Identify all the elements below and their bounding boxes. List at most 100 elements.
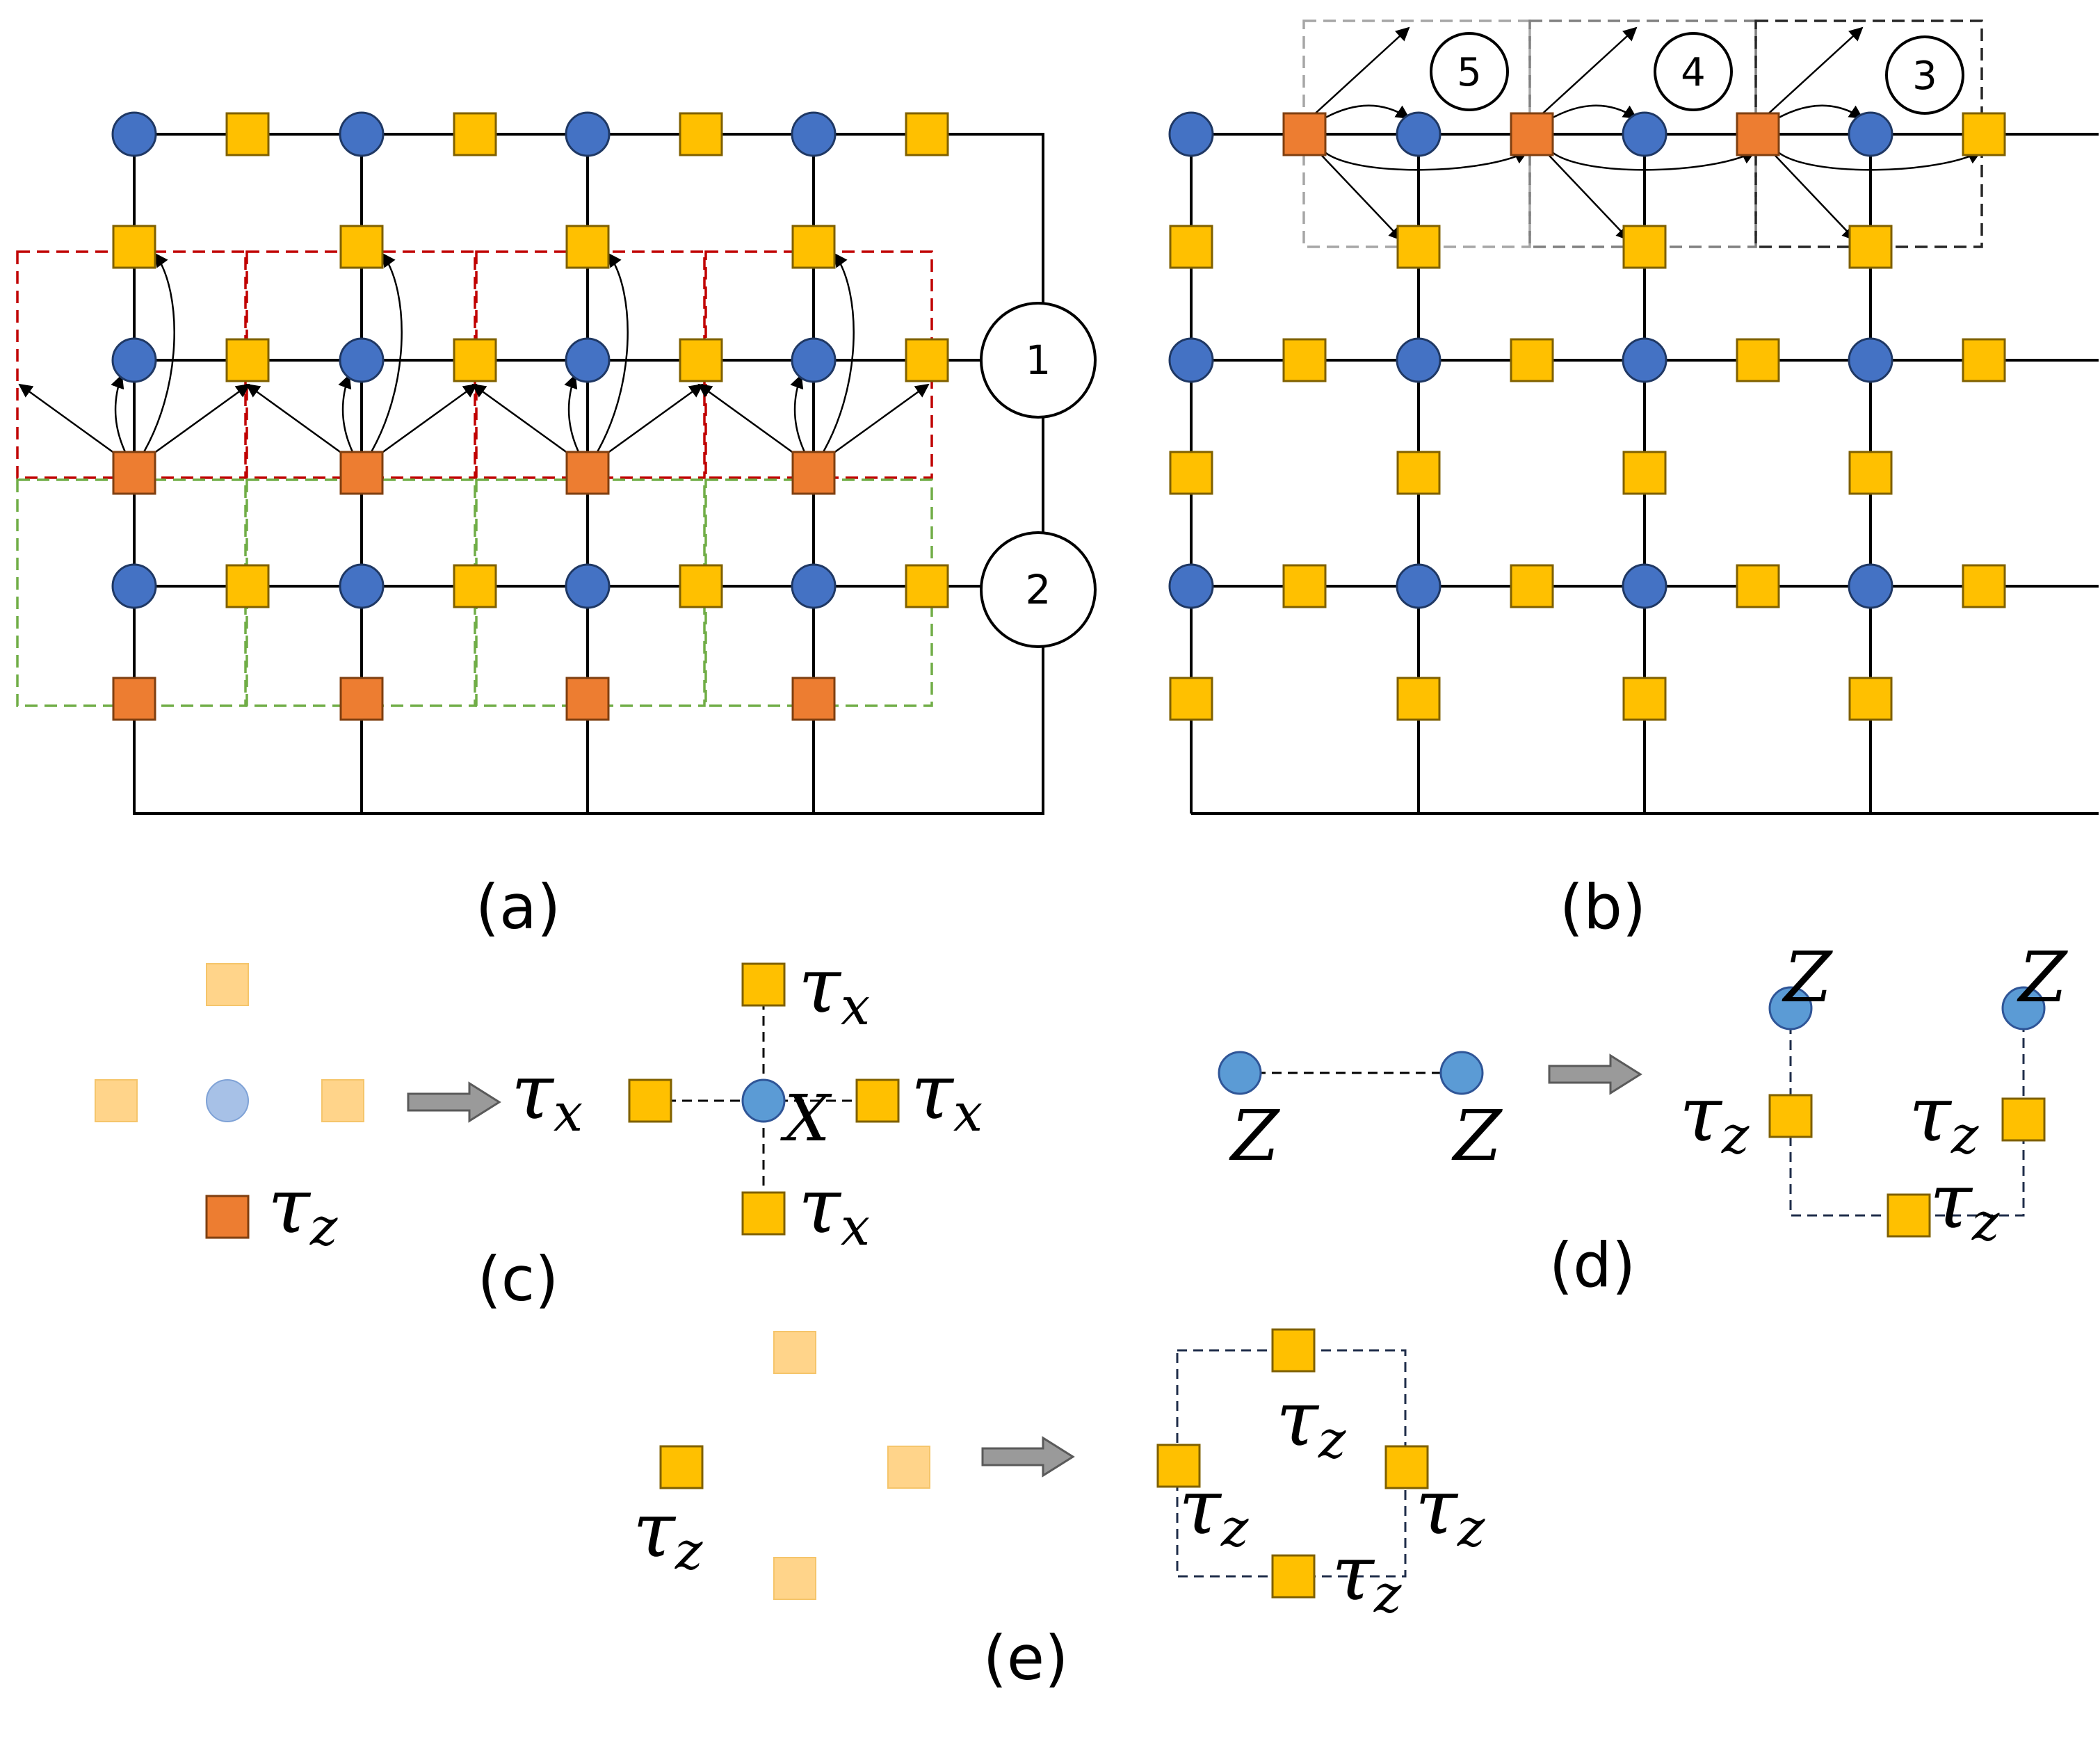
panel-b-badges: 5 4 3 [1430, 32, 1964, 115]
z-ancilla [791, 677, 836, 721]
x-ancilla [225, 112, 270, 156]
panel-c-after: τx τx τx τx X [511, 941, 983, 1257]
cnot-arrow [1317, 142, 1528, 171]
x-ancilla [1848, 677, 1893, 721]
z-ancilla [112, 451, 156, 495]
data-qubit [1396, 111, 1441, 157]
badge-4: 4 [1681, 50, 1706, 95]
label-tau-z-e-top: τz [1276, 1374, 1346, 1470]
cnot-arrow [368, 383, 478, 464]
label-tau-x-top: τx [798, 941, 870, 1037]
caption-a: (a) [476, 871, 561, 943]
label-tau-z-e-right: τz [1415, 1462, 1485, 1558]
x-ancilla [905, 338, 949, 382]
x-ancilla [225, 564, 270, 608]
label-tau-z-e-left2: τz [1179, 1462, 1249, 1558]
panel-d-after: Z Z τz τz τz [1679, 937, 2068, 1252]
label-z-left: Z [1229, 1095, 1280, 1177]
x-ancilla [679, 338, 723, 382]
z-ancilla [339, 677, 384, 721]
panel-e-transform-arrow [981, 1436, 1075, 1478]
panel-e-after: τz τz τz τz [1156, 1328, 1485, 1624]
cnot-arrow [1768, 104, 1864, 125]
cnot-arrow [140, 383, 250, 464]
cnot-arrow [592, 252, 629, 460]
x-ancilla [1396, 225, 1441, 269]
cnot-arrow [1763, 26, 1864, 119]
x-ancilla [225, 338, 270, 382]
x-ancilla [679, 564, 723, 608]
z-ancilla [791, 451, 836, 495]
x-ancilla [1282, 338, 1327, 382]
cnot-arrow [18, 383, 128, 464]
data-qubit [1396, 563, 1441, 609]
z-ancilla [1736, 112, 1780, 156]
cnot-arrow [1538, 144, 1631, 241]
label-tau-z-d-bottom: τz [1930, 1156, 2000, 1252]
x-ancilla [1736, 564, 1780, 608]
panel-a-cnot-arrows [18, 252, 930, 464]
data-qubit [339, 111, 385, 157]
x-ancilla [905, 112, 949, 156]
x-ancilla [1169, 451, 1213, 495]
badge-3: 3 [1912, 54, 1937, 99]
cnot-arrow [790, 374, 809, 460]
caption-b: (b) [1560, 871, 1647, 943]
data-qubit [111, 111, 157, 157]
panel-c-before: τz [95, 963, 364, 1257]
cnot-arrow [1537, 26, 1638, 119]
cnot-arrow [1764, 144, 1857, 241]
cnot-arrow [245, 383, 355, 464]
cnot-arrow [697, 383, 807, 464]
data-qubit [1848, 111, 1893, 157]
data-qubit [791, 111, 837, 157]
data-qubit [339, 337, 385, 383]
label-z-top-left: Z [1782, 937, 1833, 1018]
x-ancilla [1396, 451, 1441, 495]
cnot-arrow [138, 252, 175, 460]
panel-a-qubits [111, 111, 949, 721]
cnot-arrow [820, 383, 930, 464]
panel-b-qubits [1168, 111, 2006, 721]
panel-d-transform-arrow [1548, 1053, 1642, 1095]
caption-d: (d) [1549, 1229, 1636, 1301]
panel-c-transform-arrow [407, 1081, 501, 1123]
label-tau-z-d-left: τz [1679, 1069, 1750, 1165]
data-qubit [791, 337, 837, 383]
x-ancilla [905, 564, 949, 608]
x-ancilla [1510, 338, 1554, 382]
cnot-arrow [594, 383, 704, 464]
data-qubit [339, 563, 385, 609]
data-qubit [565, 337, 611, 383]
x-ancilla [1962, 338, 2006, 382]
cnot-arrow [111, 374, 130, 460]
data-qubit [565, 563, 611, 609]
x-ancilla [1848, 451, 1893, 495]
data-qubit [1622, 111, 1667, 157]
x-ancilla [1962, 112, 2006, 156]
cnot-arrow [1542, 104, 1638, 125]
x-ancilla [453, 564, 497, 608]
x-ancilla [339, 225, 384, 269]
data-qubit [111, 563, 157, 609]
cnot-arrow [1311, 144, 1403, 241]
cnot-arrow [471, 383, 581, 464]
data-qubit [1622, 563, 1667, 609]
data-qubit [1622, 337, 1667, 383]
label-tau-z-e-left: τz [633, 1485, 703, 1581]
x-ancilla [565, 225, 610, 269]
x-ancilla [1169, 225, 1213, 269]
badge-2: 2 [1026, 566, 1051, 613]
x-ancilla [791, 225, 836, 269]
panel-d: Z Z Z Z τz τz τz (d) [1218, 937, 2068, 1301]
panel-c: τz τx τx τx τx X (c) [95, 941, 983, 1315]
label-tau-z-d-right: τz [1909, 1069, 1979, 1165]
x-ancilla [1962, 564, 2006, 608]
x-ancilla [679, 112, 723, 156]
data-qubit [791, 563, 837, 609]
panel-a: 1 2 (a) [16, 111, 1097, 943]
cnot-arrow [564, 374, 583, 460]
z-ancilla [339, 451, 384, 495]
label-z-right: Z [1451, 1095, 1503, 1177]
